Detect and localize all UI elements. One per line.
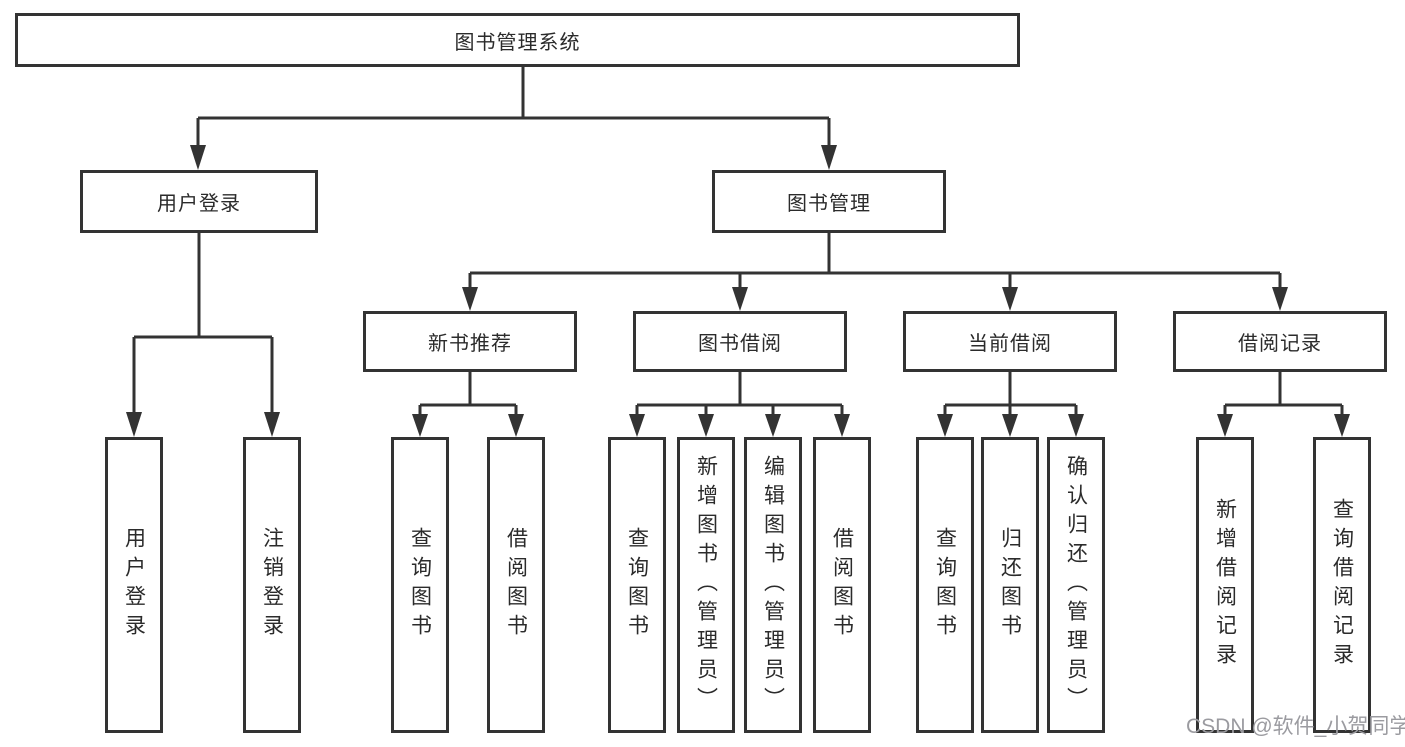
leaf-record-query-label: 查询借阅记录 [1330,498,1354,672]
leaf-logout-label: 注销登录 [260,527,284,643]
node-current-borrow: 当前借阅 [903,311,1117,372]
csdn-watermark: CSDN @软件_小贺同学 [1186,715,1405,738]
node-borrow-record-label: 借阅记录 [1238,333,1322,355]
node-current-borrow-label: 当前借阅 [968,333,1052,355]
leaf-borrow-add-book: 新增图书（管理员） [677,437,735,733]
leaf-record-add-label: 新增借阅记录 [1213,498,1237,672]
leaf-current-confirm-return: 确认归还（管理员） [1047,437,1105,733]
leaf-newbook-query: 查询图书 [391,437,449,733]
leaf-borrow-edit-book-label: 编辑图书（管理员） [761,454,785,716]
connector-book-borrow-to-leaves [629,372,850,437]
leaf-current-return-label: 归还图书 [998,527,1022,643]
leaf-borrow-book-label: 借阅图书 [830,527,854,643]
node-root-system: 图书管理系统 [15,13,1020,67]
leaf-borrow-query-label: 查询图书 [625,527,649,643]
leaf-current-query-label: 查询图书 [933,527,957,643]
node-new-book-recommend: 新书推荐 [363,311,577,372]
leaf-borrow-add-book-label: 新增图书（管理员） [694,454,718,716]
leaf-user-login: 用户登录 [105,437,163,733]
leaf-borrow-query: 查询图书 [608,437,666,733]
leaf-current-query: 查询图书 [916,437,974,733]
node-root-system-label: 图书管理系统 [454,31,581,54]
leaf-logout: 注销登录 [243,437,301,733]
node-user-login-label: 用户登录 [157,193,241,215]
node-book-borrow: 图书借阅 [633,311,847,372]
connector-current-borrow-to-leaves [937,372,1084,437]
leaf-user-login-label: 用户登录 [122,527,146,643]
leaf-newbook-borrow: 借阅图书 [487,437,545,733]
leaf-record-query: 查询借阅记录 [1313,437,1371,733]
node-book-management-label: 图书管理 [787,193,871,215]
leaf-borrow-book: 借阅图书 [813,437,871,733]
connector-new-book-to-leaves [412,372,524,437]
node-new-book-recommend-label: 新书推荐 [428,333,512,355]
connector-user-login-to-leaves [126,233,280,437]
leaf-current-confirm-return-label: 确认归还（管理员） [1064,454,1088,716]
leaf-newbook-query-label: 查询图书 [408,527,432,643]
leaf-current-return: 归还图书 [981,437,1039,733]
connector-book-management-to-level3 [462,233,1288,311]
leaf-borrow-edit-book: 编辑图书（管理员） [744,437,802,733]
node-user-login: 用户登录 [80,170,318,233]
node-book-borrow-label: 图书借阅 [698,333,782,355]
node-borrow-record: 借阅记录 [1173,311,1387,372]
connector-root-to-level2 [190,67,837,170]
leaf-record-add: 新增借阅记录 [1196,437,1254,733]
leaf-newbook-borrow-label: 借阅图书 [504,527,528,643]
connector-borrow-record-to-leaves [1217,372,1350,437]
node-book-management: 图书管理 [712,170,946,233]
